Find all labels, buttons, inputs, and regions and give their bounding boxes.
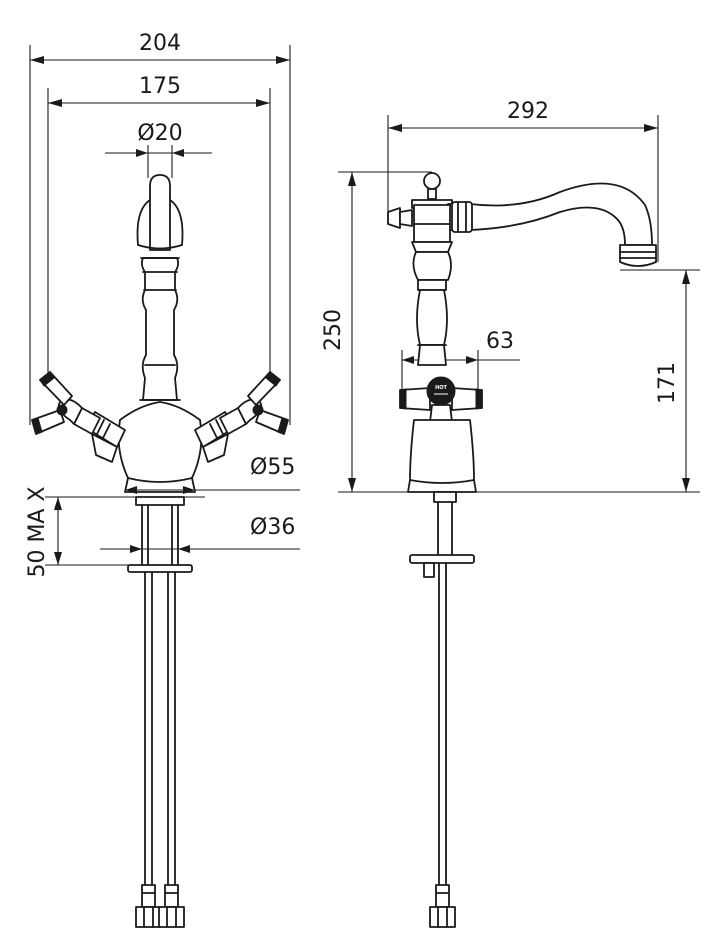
lever-stem-side <box>427 188 437 200</box>
body-column-side <box>416 289 448 346</box>
right-valve-front <box>194 371 289 463</box>
shank-collar-front <box>135 496 185 506</box>
dim-reach: 292 <box>507 99 549 124</box>
dim-handle-projection: 63 <box>486 329 514 354</box>
dimension-292: 292 <box>388 99 658 132</box>
spout-collar-side <box>451 201 473 233</box>
dim-base-diameter: Ø55 <box>250 455 295 480</box>
dimension-50-max: 50 MA X <box>25 486 62 578</box>
spout-side <box>447 182 653 246</box>
spout-neck-front <box>149 174 171 251</box>
base-side <box>407 419 477 493</box>
dimension-204: 204 <box>30 31 290 64</box>
hot-indicator-side <box>426 376 456 406</box>
dim-width-overall: 204 <box>139 31 181 56</box>
flex-hoses-front <box>135 571 185 928</box>
body-column-front <box>140 257 180 401</box>
dimension-175: 175 <box>48 74 270 107</box>
dim-spout-diameter: Ø20 <box>137 121 182 146</box>
mixer-body-front <box>117 401 203 493</box>
flex-hose-side <box>429 562 456 928</box>
lever-tip-side <box>387 207 401 229</box>
dimension-dia55: Ø55 <box>125 455 300 494</box>
dimension-63: 63 <box>402 329 520 364</box>
dim-spout-height: 171 <box>655 362 680 404</box>
dim-height-overall: 250 <box>321 309 346 351</box>
hot-label: HOT <box>435 385 447 391</box>
left-valve-front <box>31 371 126 463</box>
side-view: 292 250 171 63 <box>321 99 700 928</box>
dim-width-handles: 175 <box>139 74 181 99</box>
lever-ball-side <box>423 172 441 190</box>
dim-max-deck-thickness: 50 MA X <box>25 486 50 577</box>
dimension-dia36: Ø36 <box>100 515 300 553</box>
backnut-front <box>127 564 193 573</box>
dimension-171: 171 <box>655 270 690 492</box>
dimension-250: 250 <box>321 172 356 492</box>
aerator-side <box>619 244 657 267</box>
front-view: 204 175 Ø20 <box>25 31 300 928</box>
dim-shank-diameter: Ø36 <box>250 515 295 540</box>
dimension-dia20: Ø20 <box>105 121 212 178</box>
shank-collar-side <box>433 491 457 503</box>
stud-side <box>423 562 435 578</box>
backnut-side <box>409 554 475 564</box>
